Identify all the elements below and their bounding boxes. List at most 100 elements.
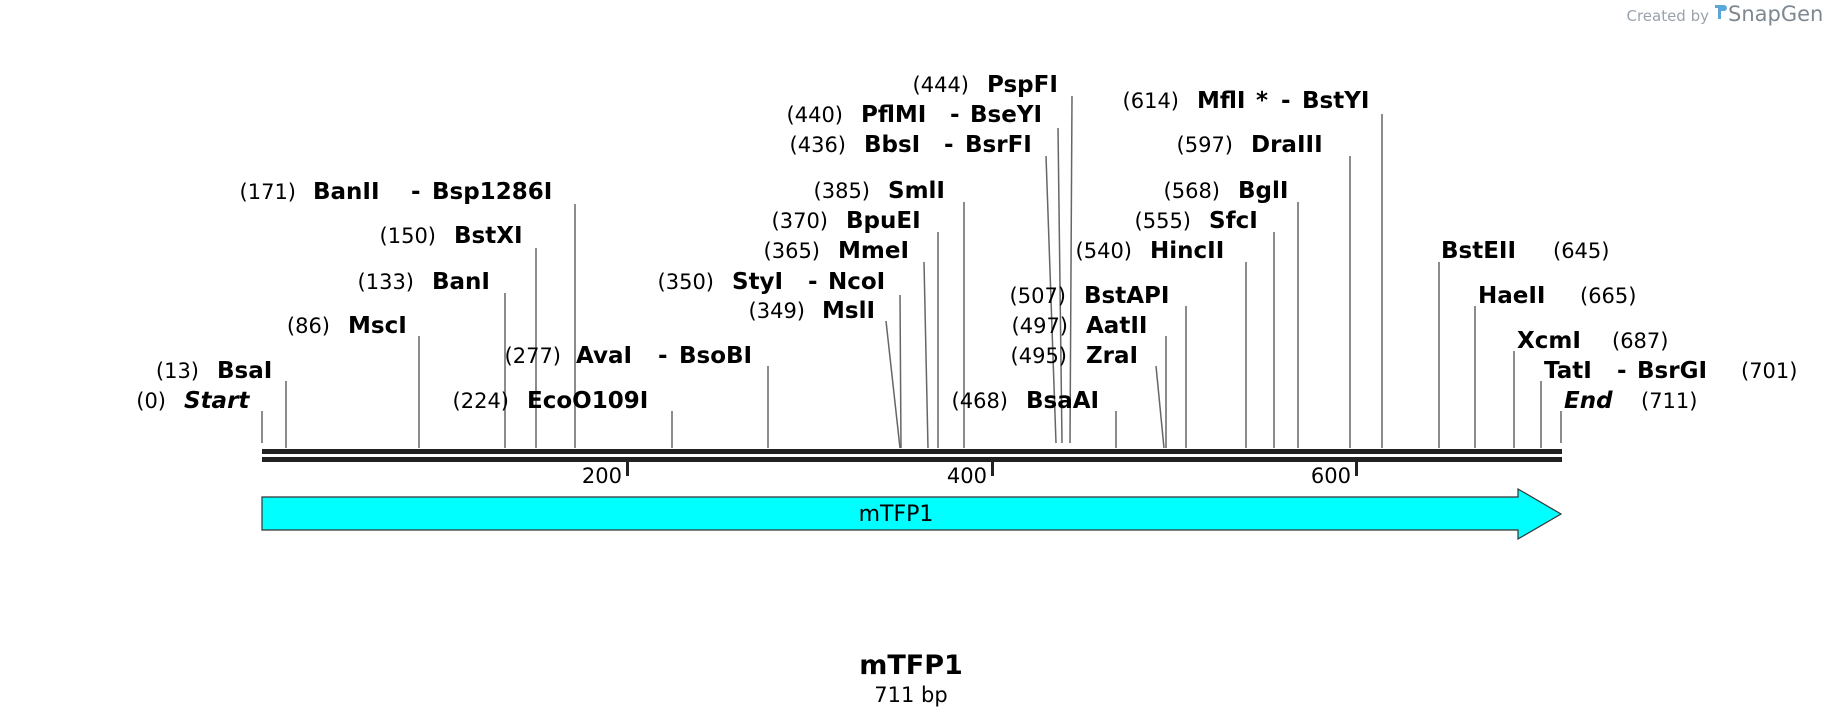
site-enzyme-2: BstYI <box>1302 88 1369 114</box>
site-bbsi[interactable]: (436) BbsI - BsrFI <box>790 132 1032 158</box>
site-position: (436) <box>790 133 846 157</box>
created-by-text: Created by <box>1626 7 1709 25</box>
site-position: (370) <box>772 209 828 233</box>
site-dash: - <box>411 179 421 205</box>
site-enzyme-2: BseYI <box>970 102 1042 128</box>
site-enzyme: EcoO109I <box>527 388 648 414</box>
site-bpuei[interactable]: (370) BpuEI <box>772 208 921 234</box>
site-avai[interactable]: (277) AvaI - BsoBI <box>505 343 753 369</box>
site-enzyme: BbsI <box>864 132 920 158</box>
site-enzyme-2: NcoI <box>828 269 885 295</box>
leader-pflmi <box>1057 127 1063 444</box>
site-enzyme: BsaI <box>217 358 272 384</box>
site-draiii[interactable]: (597) DraIII <box>1177 132 1323 158</box>
site-enzyme-2: Bsp1286I <box>432 179 552 205</box>
site-position: (665) <box>1580 284 1636 308</box>
snapgene-logo-icon <box>1715 5 1727 19</box>
site-bani[interactable]: (133) BanI <box>358 269 490 295</box>
site-pflmi[interactable]: (440) PflMI - BseYI <box>787 102 1043 128</box>
site-bsaai[interactable]: (468) BsaAI <box>952 388 1100 414</box>
site-ecoo109i[interactable]: (224) EcoO109I <box>453 388 649 414</box>
site-position: (277) <box>505 344 561 368</box>
site-bsai[interactable]: (13) BsaI <box>156 358 272 384</box>
site-enzyme: BglI <box>1238 178 1288 204</box>
site-enzyme: Start <box>184 388 250 414</box>
site-enzyme-2: BsoBI <box>679 343 752 369</box>
site-smli[interactable]: (385) SmlI <box>814 178 945 204</box>
site-bsteii[interactable]: BstEII (645) <box>1441 238 1609 264</box>
site-msli[interactable]: (349) MslI <box>749 298 876 324</box>
sequence-backbone <box>262 449 1562 462</box>
site-zrai[interactable]: (495) ZraI <box>1011 343 1139 369</box>
site-position: (597) <box>1177 133 1233 157</box>
site-enzyme: ZraI <box>1086 343 1138 369</box>
site-banii[interactable]: (171) BanII - Bsp1286I <box>240 179 553 205</box>
site-dash: - <box>950 102 960 128</box>
site-position: (568) <box>1164 179 1220 203</box>
site-dash: - <box>1281 88 1291 114</box>
site-mmei[interactable]: (365) MmeI <box>764 238 909 264</box>
site-enzyme: XcmI <box>1517 328 1581 354</box>
site-enzyme: HincII <box>1150 238 1224 264</box>
site-position: (555) <box>1135 209 1191 233</box>
site-enzyme: AatII <box>1086 313 1147 339</box>
site-enzyme: TatI <box>1544 358 1592 384</box>
site-pspfi[interactable]: (444) PspFI <box>913 72 1058 98</box>
site-position: (86) <box>287 314 330 338</box>
site-aatii[interactable]: (497) AatII <box>1012 313 1148 339</box>
site-enzyme: PspFI <box>987 72 1058 98</box>
site-position: (171) <box>240 180 296 204</box>
site-position: (497) <box>1012 314 1068 338</box>
site-enzyme: PflMI <box>861 102 926 128</box>
site-enzyme: AvaI <box>576 343 632 369</box>
feature-arrow <box>261 487 1563 541</box>
site-enzyme: SmlI <box>888 178 945 204</box>
site-enzyme: MmeI <box>838 238 909 264</box>
site-styi[interactable]: (350) StyI - NcoI <box>658 269 886 295</box>
site-dash: - <box>808 269 818 295</box>
site-position: (350) <box>658 270 714 294</box>
tick-label-400: 400 <box>947 464 987 488</box>
site-position: (711) <box>1641 389 1697 413</box>
tick-mark-600 <box>1355 462 1358 476</box>
site-xcmi[interactable]: XcmI (687) <box>1517 328 1668 354</box>
site-enzyme-2: BsrGI <box>1637 358 1707 384</box>
site-enzyme: End <box>1564 388 1613 414</box>
site-position: (687) <box>1612 329 1668 353</box>
site-bstapi[interactable]: (507) BstAPI <box>1010 283 1170 309</box>
site-position: (365) <box>764 239 820 263</box>
site-position: (349) <box>749 299 805 323</box>
tick-mark-400 <box>991 462 994 476</box>
sequence-length: 711 bp <box>874 683 947 707</box>
site-end[interactable]: End (711) <box>1564 388 1697 414</box>
site-enzyme: BstAPI <box>1084 283 1169 309</box>
site-dash: - <box>944 132 954 158</box>
feature-label: mTFP1 <box>859 502 934 527</box>
site-tati[interactable]: TatI - BsrGI (701) <box>1544 358 1797 384</box>
site-sfci[interactable]: (555) SfcI <box>1135 208 1258 234</box>
sequence-title: mTFP1 <box>859 650 963 681</box>
site-enzyme: MflI <box>1197 88 1246 114</box>
site-dash: - <box>1617 358 1627 384</box>
site-enzyme: SfcI <box>1209 208 1258 234</box>
site-enzyme: DraIII <box>1251 132 1323 158</box>
scale-ticks: 200 400 600 <box>582 462 1358 488</box>
site-start[interactable]: (0) Start <box>136 388 250 414</box>
site-bstxi[interactable]: (150) BstXI <box>380 223 523 249</box>
created-by-snapgene-credit[interactable]: Created by SnapGene <box>1626 2 1822 26</box>
tick-mark-200 <box>626 462 629 476</box>
site-hincii[interactable]: (540) HincII <box>1076 238 1225 264</box>
site-position: (0) <box>136 389 166 413</box>
site-enzyme: BstEII <box>1441 238 1516 264</box>
site-bgli[interactable]: (568) BglI <box>1164 178 1289 204</box>
site-position: (444) <box>913 73 969 97</box>
site-msci[interactable]: (86) MscI <box>287 313 407 339</box>
feature-mtfp1[interactable]: mTFP1 <box>261 487 1563 541</box>
site-enzyme: MslI <box>822 298 875 324</box>
site-haeii[interactable]: HaeII (665) <box>1478 283 1636 309</box>
site-position: (133) <box>358 270 414 294</box>
site-enzyme: MscI <box>348 313 407 339</box>
site-mfli[interactable]: (614) MflI * - BstYI <box>1123 88 1370 114</box>
site-enzyme: BpuEI <box>846 208 921 234</box>
